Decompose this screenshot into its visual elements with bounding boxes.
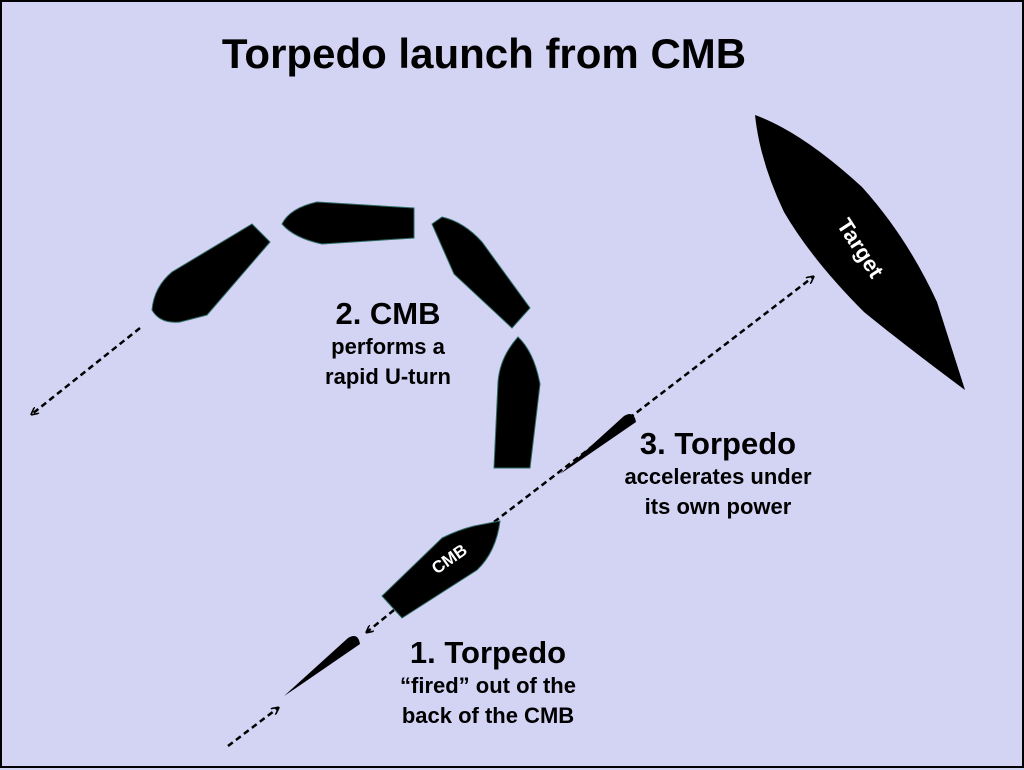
cmb-hull: [381, 520, 501, 619]
step-2-line-1: performs a: [331, 334, 445, 359]
diagram-title: Torpedo launch from CMB: [221, 30, 747, 77]
cmb-boat: CMB: [381, 520, 501, 619]
uturn-boat-3: [431, 216, 531, 329]
step-2-heading: 2. CMB: [335, 296, 441, 331]
step-1-heading: 1. Torpedo: [409, 635, 567, 670]
torpedo-ejection-arrow: [367, 609, 395, 632]
cmb-approach-arrow: [227, 708, 278, 747]
target-ship: Target: [755, 115, 965, 390]
torpedo-path-arrow: [493, 277, 813, 523]
step-3-line-1: accelerates under: [624, 464, 812, 489]
step-2-line-2: rapid U-turn: [325, 364, 451, 389]
uturn-boat-4: [493, 336, 541, 469]
step-1-line-2: back of the CMB: [401, 703, 575, 728]
step-3-label: 3. Torpedo accelerates under its own pow…: [590, 426, 846, 522]
step-1-label: 1. Torpedo “fired” out of the back of th…: [364, 635, 612, 731]
step-3-line-2: its own power: [644, 494, 792, 519]
step-1-line-1: “fired” out of the: [400, 673, 576, 698]
uturn-boat-1: [151, 223, 271, 323]
torpedo-accelerating: [560, 414, 636, 474]
uturn-exit-arrow: [32, 327, 141, 414]
torpedo-ejected: [284, 636, 360, 696]
uturn-boat-2: [281, 201, 415, 245]
target-hull: [755, 115, 965, 390]
step-3-heading: 3. Torpedo: [639, 426, 797, 461]
step-2-label: 2. CMB performs a rapid U-turn: [298, 296, 478, 392]
